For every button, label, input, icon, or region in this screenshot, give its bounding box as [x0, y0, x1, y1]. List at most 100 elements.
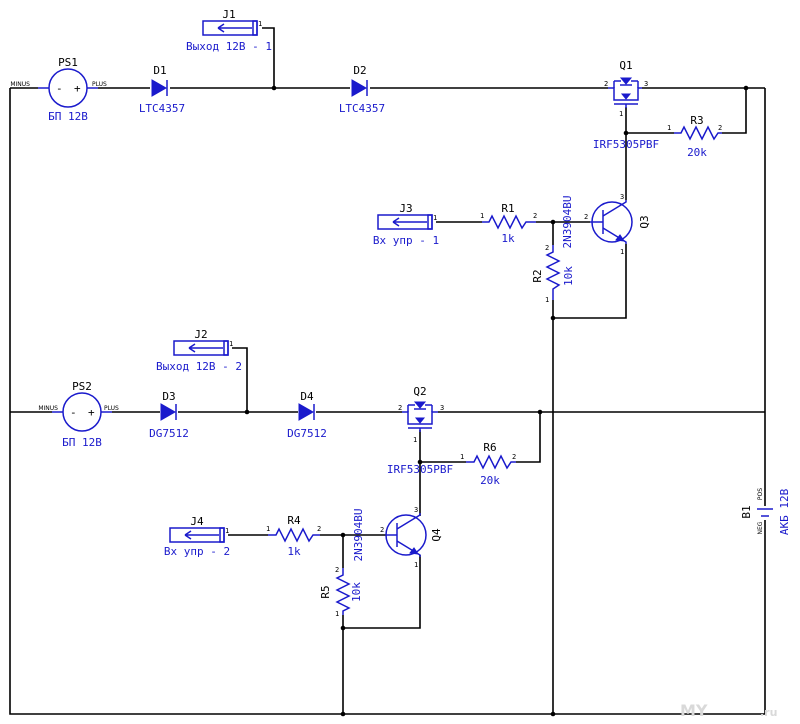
r3-symbol	[674, 125, 722, 141]
d2-value: LTC4357	[339, 102, 385, 115]
r4-symbol	[268, 527, 320, 543]
q3-pin2: 2	[584, 213, 588, 221]
diode-d2: D2 LTC4357	[339, 64, 385, 115]
q1-pin1: 1	[619, 110, 623, 118]
junction-dot	[244, 409, 250, 415]
ps1-plus-label: PLUS	[92, 81, 107, 88]
d4-value: DG7512	[287, 427, 327, 440]
q3-emitter	[602, 227, 627, 244]
j2-pin-arrow	[188, 343, 223, 353]
d1-value: LTC4357	[139, 102, 185, 115]
r2-pin1: 1	[545, 296, 549, 304]
r5-symbol	[335, 568, 351, 615]
q1-ref: Q1	[619, 59, 632, 72]
ps1-minus-label: MINUS	[10, 81, 30, 88]
b1-pos-label: POS	[757, 488, 764, 500]
transistor-q4: 2 3 1 Q4 2N3904BU	[352, 506, 443, 569]
ps1-minus-sign: -	[56, 82, 63, 95]
r6-symbol	[466, 454, 516, 470]
q4-pin3: 3	[414, 506, 418, 514]
r6-ref: R6	[483, 441, 496, 454]
q2-value: IRF5305PBF	[387, 463, 453, 476]
ps1-symbol	[48, 68, 88, 108]
ps1-value: БП 12В	[48, 110, 88, 123]
junction-dot	[550, 711, 556, 717]
q1-body-diode	[619, 77, 633, 85]
resistor-r4: R4 1k 1 2	[266, 514, 321, 558]
q1-arrow	[620, 93, 632, 100]
power-supply-ps2: PS2 БП 12В MINUS PLUS - +	[38, 380, 119, 449]
watermark-text: MY	[680, 701, 708, 720]
diode-d4: D4 DG7512	[287, 390, 327, 440]
d4-symbol	[298, 403, 315, 421]
q4-ref: Q4	[430, 528, 443, 542]
mosfet-q1: 2 3 1 Q1 IRF5305PBF	[593, 59, 659, 151]
r6-pin1: 1	[460, 453, 464, 461]
r4-value: 1k	[287, 545, 301, 558]
b1-gap	[758, 506, 772, 520]
r2-symbol	[545, 245, 561, 300]
q4-value: 2N3904BU	[352, 509, 365, 562]
q1-pin3: 3	[644, 80, 648, 88]
q2-ref: Q2	[413, 385, 426, 398]
b1-neg-label: NEG	[757, 521, 764, 534]
r2-ref: R2	[531, 269, 544, 282]
b1-ref: B1	[740, 505, 753, 518]
d3-ref: D3	[162, 390, 175, 403]
q1-pin2: 2	[604, 80, 608, 88]
resistor-r5: R5 10k 2 1	[319, 566, 363, 618]
q4-emitter	[396, 540, 421, 557]
r1-pin1: 1	[480, 212, 484, 220]
j4-end	[219, 527, 225, 543]
junction-dot	[340, 625, 346, 631]
d2-symbol	[351, 79, 368, 97]
ps2-symbol	[62, 392, 102, 432]
q3-emitter-arrow	[615, 234, 626, 242]
j3-end	[427, 214, 433, 230]
r3-ref: R3	[690, 114, 703, 127]
q2-body-diode	[413, 401, 427, 409]
r2-pin2: 2	[545, 244, 549, 252]
junction-dot	[340, 532, 346, 538]
r4-pin2: 2	[317, 525, 321, 533]
wires	[9, 27, 766, 715]
d3-symbol	[160, 403, 177, 421]
j1-end	[252, 20, 258, 36]
d4-ref: D4	[300, 390, 314, 403]
q1-value: IRF5305PBF	[593, 138, 659, 151]
transistor-q3: 2 3 1 Q3 2N3904BU	[561, 193, 651, 256]
watermark-suffix: .ru	[760, 706, 777, 719]
r1-pin2: 2	[533, 212, 537, 220]
j1-value: Выход 12В - 1	[186, 40, 272, 53]
j3-value: Вх упр - 1	[373, 234, 439, 247]
q2-channel	[402, 411, 438, 425]
r3-pin2: 2	[718, 124, 722, 132]
r6-pin2: 2	[512, 453, 516, 461]
q3-pin3: 3	[620, 193, 624, 201]
q2-pin3: 3	[440, 404, 444, 412]
q2-pin1: 1	[413, 436, 417, 444]
mosfet-q2: 2 3 1 Q2 IRF5305PBF	[387, 385, 453, 476]
b1-value: АКБ 12В	[778, 488, 791, 535]
r1-value: 1k	[501, 232, 515, 245]
r1-ref: R1	[501, 202, 514, 215]
junction-dot	[623, 130, 629, 136]
r5-pin1: 1	[335, 610, 339, 618]
d3-value: DG7512	[149, 427, 189, 440]
q4-collector	[396, 513, 421, 530]
q2-arrow	[414, 417, 426, 424]
q2-pin2: 2	[398, 404, 402, 412]
q4-emitter-arrow	[409, 547, 420, 555]
j2-value: Выход 12В - 2	[156, 360, 242, 373]
j1-pin-arrow	[217, 23, 252, 33]
wire-q3-emitter	[553, 244, 627, 319]
j3-ref: J3	[399, 202, 412, 215]
j3-pin-arrow	[392, 217, 427, 227]
j2-pin: 1	[229, 340, 233, 348]
r5-pin2: 2	[335, 566, 339, 574]
j4-pin: 1	[225, 527, 229, 535]
d1-symbol	[151, 79, 168, 97]
connector-j3: 1 J3 Вх упр - 1	[373, 202, 439, 247]
q3-pin1: 1	[620, 248, 624, 256]
